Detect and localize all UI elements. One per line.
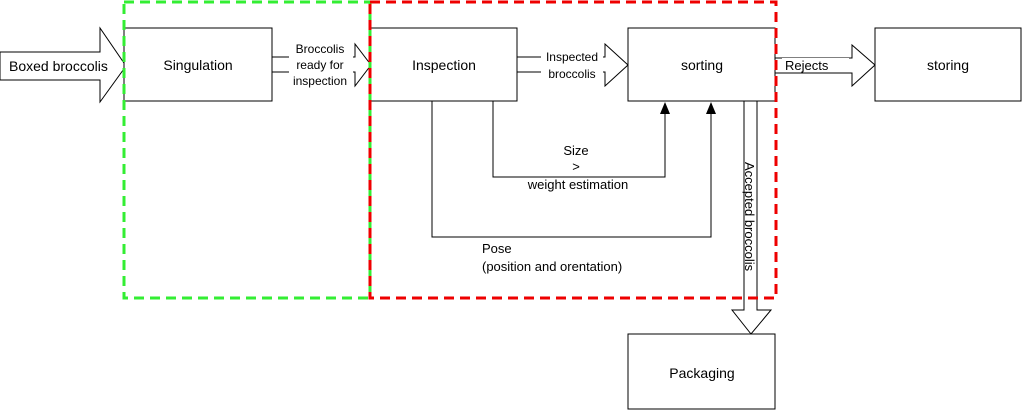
- rejects-label: Rejects: [785, 58, 829, 73]
- size-arrowhead: [660, 102, 670, 114]
- ready-label-line1: Broccolis: [296, 42, 345, 56]
- size-label-line2: >: [572, 159, 580, 174]
- input-arrow-label: Boxed broccolis: [9, 58, 108, 74]
- packaging-box: [627, 333, 776, 410]
- inspected-label-bg: [541, 47, 603, 83]
- storing-label: storing: [927, 57, 969, 73]
- ready-label-line3: inspection: [293, 74, 347, 88]
- pose-arrowhead: [706, 102, 716, 114]
- size-label-line1: Size: [563, 143, 588, 158]
- inspected-label-line1: Inspected: [546, 50, 598, 64]
- packaging-label: Packaging: [669, 365, 734, 381]
- singulation-box: [123, 27, 273, 102]
- singulation-label: Singulation: [163, 57, 232, 73]
- pose-label-line1: Pose: [482, 241, 512, 256]
- ready-label-bg: [289, 39, 353, 91]
- storing-box: [874, 27, 1022, 102]
- rejects-label-bg: [782, 58, 849, 72]
- size-connector: [492, 101, 666, 178]
- red-dashed-boundary: [368, 0, 778, 300]
- sorting-box: [627, 27, 776, 102]
- ready-label-line2: ready for: [296, 58, 343, 72]
- accepted-arrow: [730, 100, 773, 335]
- size-label-line3: weight estimation: [527, 177, 628, 192]
- accepted-label: Accepted broccolis: [742, 162, 757, 272]
- inspected-label-line2: broccolis: [548, 67, 595, 81]
- pose-label-line2: (position and orentation): [482, 259, 622, 274]
- inspection-label: Inspection: [412, 57, 476, 73]
- pose-connector: [431, 101, 712, 238]
- sorting-label: sorting: [681, 57, 723, 73]
- input-arrow: [0, 26, 127, 104]
